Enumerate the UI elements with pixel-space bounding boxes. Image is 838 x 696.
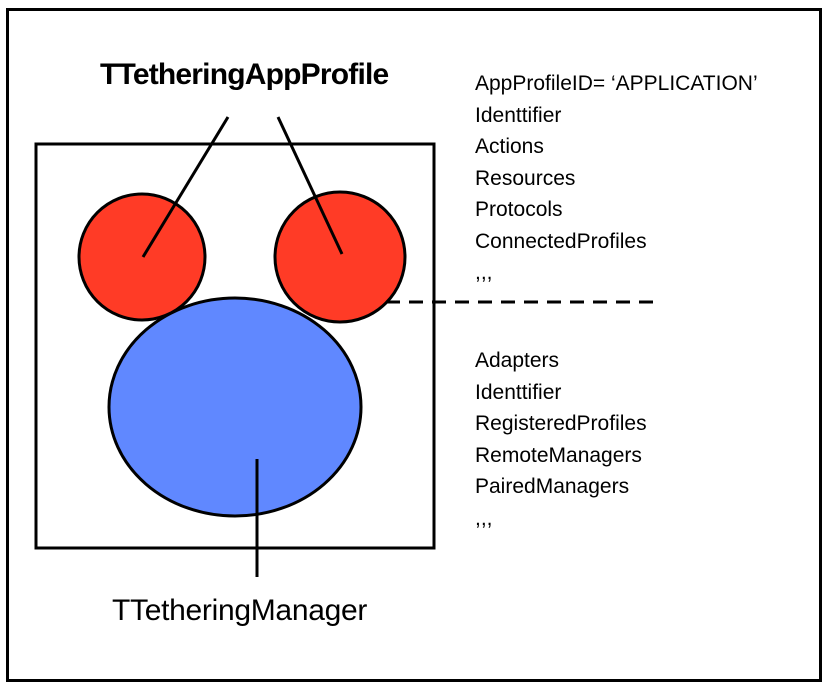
property-item: Identtifier bbox=[475, 103, 562, 127]
property-item: RegisteredProfiles bbox=[475, 412, 647, 435]
manager-title: TTetheringManager bbox=[112, 594, 368, 627]
property-item: Resources bbox=[475, 166, 576, 190]
property-item: ConnectedProfiles bbox=[475, 229, 647, 253]
profile-circle-left bbox=[77, 192, 207, 322]
app-profile-title: TTetheringAppProfile bbox=[100, 58, 389, 91]
property-ellipsis: ,,, bbox=[475, 506, 493, 530]
connector-line-left bbox=[141, 116, 230, 258]
profile-circle-right bbox=[273, 190, 407, 324]
connector-line-right bbox=[276, 116, 344, 255]
property-ellipsis: ,,, bbox=[475, 261, 493, 284]
property-item: PairedManagers bbox=[475, 475, 630, 498]
property-item: AppProfileID= ‘APPLICATION’ bbox=[475, 72, 758, 95]
property-item: Adapters bbox=[475, 349, 560, 372]
manager-properties: Adapters Identtifier RegisteredProfiles … bbox=[475, 345, 647, 534]
property-item: Actions bbox=[475, 135, 544, 158]
property-item: RemoteManagers bbox=[475, 443, 642, 467]
property-item: Protocols bbox=[475, 198, 563, 221]
property-item: Identtifier bbox=[475, 380, 562, 404]
inner-box bbox=[34, 142, 436, 550]
manager-ellipse bbox=[107, 296, 363, 518]
app-profile-properties: AppProfileID= ‘APPLICATION’ Identtifier … bbox=[475, 68, 758, 289]
